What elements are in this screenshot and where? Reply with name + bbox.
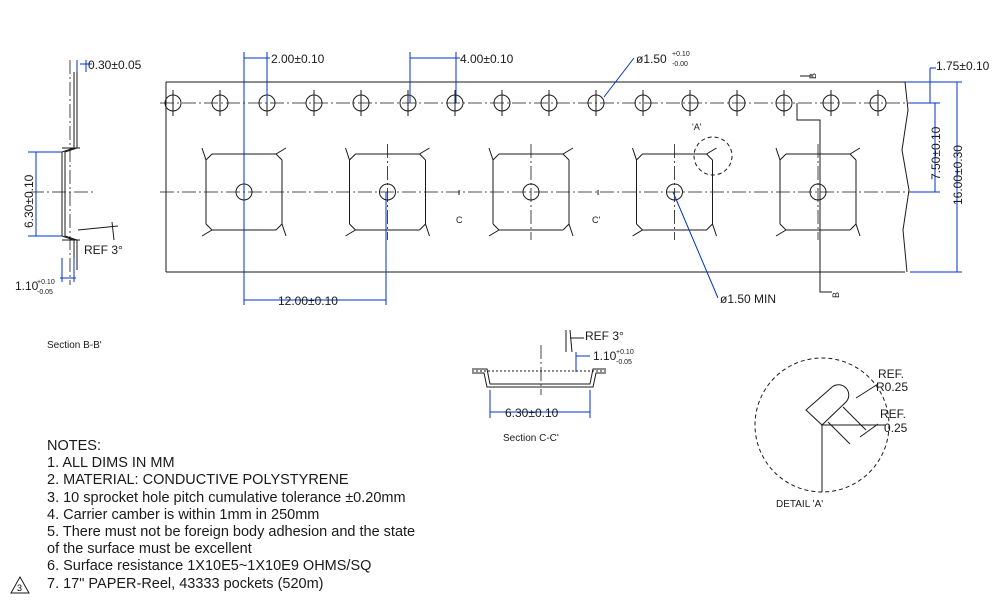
section-b-top-marker: B xyxy=(808,73,818,79)
note-item: of the surface must be excellent xyxy=(47,541,252,558)
note-item: 7. 17" PAPER-Reel, 43333 pockets (520m) xyxy=(47,575,324,592)
detail-a-view: REF. R0.25 REF. 0.25 DETAIL 'A' xyxy=(754,357,908,510)
sprocket-hole xyxy=(634,90,652,116)
pocket xyxy=(345,144,430,240)
sprocket-hole xyxy=(446,90,464,116)
dim-pocket-hole-min: ø1.50 MIN xyxy=(720,292,776,306)
right-dimensions: 7.50±0.10 16.00±0.30 xyxy=(910,81,965,273)
notes-block: NOTES: 1. ALL DIMS IN MM 2. MATERIAL: CO… xyxy=(47,438,607,593)
section-cc-view: 6.30±0.10 REF 3° 1.10 +0.10 -0.05 Sectio… xyxy=(472,329,634,444)
dim-sprocket-to-pocket: 2.00±0.10 xyxy=(271,52,325,66)
section-cc-caption: Section C-C' xyxy=(503,433,559,444)
pocket xyxy=(775,144,861,240)
sprocket-hole xyxy=(728,90,746,116)
bottom-dimensions: 12.00±0.10 ø1.50 MIN xyxy=(243,191,776,308)
revision-triangle-icon: 3 xyxy=(10,575,30,594)
dim-depth-section-minus: -0.05 xyxy=(616,359,632,366)
dim-ref-angle-c: REF 3° xyxy=(585,329,624,343)
dim-ref-angle: REF 3° xyxy=(84,243,123,257)
dim-hole-diameter-minus: -0.00 xyxy=(672,61,688,68)
dim-thickness: 0.30±0.05 xyxy=(88,58,142,72)
section-bb-caption: Section B-B' xyxy=(47,340,102,351)
dim-hole-diameter: ø1.50 xyxy=(636,52,667,66)
detail-ref-radius-label: REF. xyxy=(878,367,904,381)
sprocket-hole xyxy=(775,90,793,116)
top-dimensions: 2.00±0.10 4.00±0.10 ø1.50 +0.10 -0.00 1.… xyxy=(243,51,990,192)
dim-depth-minus: -0.05 xyxy=(37,289,53,296)
note-item: 2. MATERIAL: CONDUCTIVE POLYSTYRENE xyxy=(47,472,349,489)
dim-depth-plus: +0.10 xyxy=(37,279,55,286)
revision-number: 3 xyxy=(17,583,22,593)
dim-tape-width: 16.00±0.30 xyxy=(951,145,965,205)
sprocket-hole xyxy=(211,90,229,116)
sprocket-hole xyxy=(540,90,558,116)
dim-edge-to-hole: 1.75±0.10 xyxy=(936,59,990,73)
pocket xyxy=(632,144,717,240)
sprocket-hole xyxy=(493,90,511,116)
detail-ref-radius-value: R0.25 xyxy=(876,380,908,394)
dim-depth-section: 1.10 xyxy=(593,349,617,363)
section-bb-view: 0.30±0.05 6.30±0.10 REF 3° 1.10 +0.10 -0… xyxy=(15,58,142,351)
dim-hole-diameter-plus: +0.10 xyxy=(672,51,690,58)
dim-depth-section-plus: +0.10 xyxy=(616,349,634,356)
dim-pocket-width-section: 6.30±0.10 xyxy=(505,406,559,420)
tape-top-view: 'A' C C' B B xyxy=(160,73,925,298)
note-item: 3. 10 sprocket hole pitch cumulative tol… xyxy=(47,489,406,506)
sprocket-hole xyxy=(587,90,605,116)
note-item: 6. Surface resistance 1X10E5~1X10E9 OHMS… xyxy=(47,558,372,575)
section-c-prime-marker: C' xyxy=(592,215,600,225)
sprocket-hole xyxy=(869,90,887,116)
sprocket-hole xyxy=(399,90,417,116)
section-c-marker: C xyxy=(456,215,463,225)
dim-sprocket-pitch: 4.00±0.10 xyxy=(460,52,514,66)
sprocket-hole xyxy=(305,90,323,116)
detail-a-label: 'A' xyxy=(692,122,702,132)
detail-a-marker-circle xyxy=(693,136,733,176)
sprocket-hole xyxy=(352,90,370,116)
note-item: 5. There must not be foreign body adhesi… xyxy=(47,524,416,541)
notes-title: NOTES: xyxy=(47,438,101,454)
sprocket-hole xyxy=(681,90,699,116)
detail-ref-chamfer-label: REF. xyxy=(880,407,906,421)
dim-pocket-pitch: 12.00±0.10 xyxy=(278,294,338,308)
detail-ref-chamfer-value: 0.25 xyxy=(884,421,908,435)
sprocket-hole xyxy=(164,90,182,116)
detail-caption: DETAIL 'A' xyxy=(776,499,823,510)
dim-pocket-depth-side: 6.30±0.10 xyxy=(22,174,36,228)
section-b-bottom-marker: B xyxy=(831,292,841,298)
note-item: 1. ALL DIMS IN MM xyxy=(47,455,175,472)
dim-hole-to-center: 7.50±0.10 xyxy=(929,126,943,180)
note-item: 4. Carrier camber is within 1mm in 250mm xyxy=(47,506,320,523)
sprocket-hole xyxy=(822,90,840,116)
dim-depth: 1.10 xyxy=(15,279,39,293)
sprocket-holes xyxy=(164,90,887,116)
pocket xyxy=(488,144,574,240)
